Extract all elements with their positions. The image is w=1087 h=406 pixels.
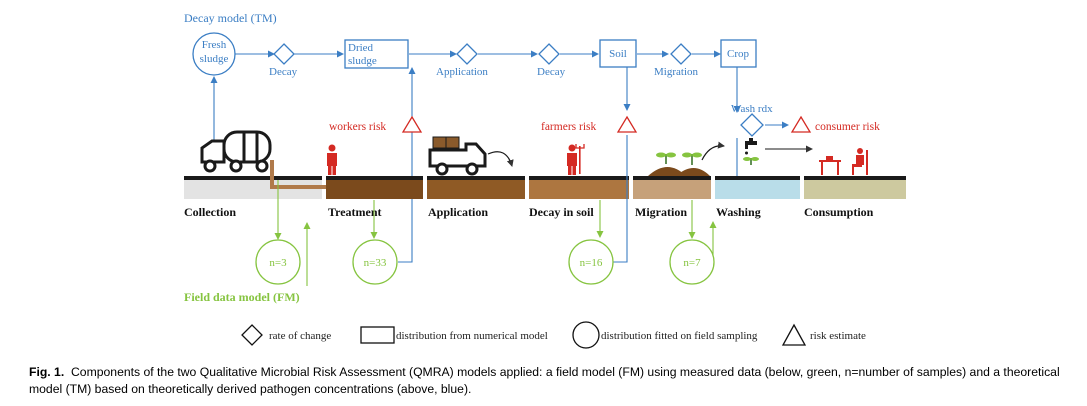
- dried-sludge-node: Dried sludge: [344, 39, 409, 69]
- stage-labels: Collection Treatment Application Decay i…: [184, 205, 874, 219]
- stage-label-migration: Migration: [635, 205, 687, 219]
- workers-risk-label: workers risk: [329, 121, 386, 133]
- dried-sludge-label-1: Dried: [348, 42, 374, 54]
- workers-risk-triangle: [401, 115, 423, 133]
- legend-distribution-numerical: distribution from numerical model: [396, 330, 548, 342]
- fresh-sludge-label-2: sludge: [200, 53, 229, 65]
- stage-label-treatment: Treatment: [328, 205, 382, 219]
- wash-diamond: [740, 113, 764, 137]
- sample-count-collection: n=3: [269, 257, 287, 269]
- plants-icon: [648, 141, 725, 176]
- legend-distribution-field: distribution fitted on field sampling: [601, 330, 758, 342]
- legend-risk: risk estimate: [810, 330, 866, 342]
- decay2-label: Decay: [537, 66, 566, 78]
- decay1-diamond: [273, 43, 295, 65]
- wash-rdx-label: Wash rdx: [731, 103, 773, 115]
- fm-to-tm-lines: [398, 135, 628, 263]
- migration-label: Migration: [654, 66, 698, 78]
- farmers-risk-label: farmers risk: [541, 121, 596, 133]
- sample-count-migration: n=7: [683, 257, 701, 269]
- decay1-label: Decay: [269, 66, 298, 78]
- legend-rectangle: [360, 326, 395, 344]
- farmer-icon: [567, 144, 585, 175]
- ground-strips: [184, 176, 906, 199]
- consumer-risk-triangle: [790, 115, 812, 133]
- sludge-pipe: [270, 160, 326, 189]
- qmra-diagram: Decay model (TM) Fresh sludge Decay Appl…: [184, 11, 906, 349]
- legend-triangle: [781, 323, 807, 346]
- legend-rate: rate of change: [269, 330, 331, 342]
- caption-label: Fig. 1.: [29, 365, 65, 379]
- stage-label-decay-in-soil: Decay in soil: [529, 205, 594, 219]
- fresh-sludge-label-1: Fresh: [202, 39, 227, 51]
- fresh-sludge-node: Fresh sludge: [192, 32, 236, 76]
- sample-count-decay: n=16: [580, 257, 603, 269]
- tm-flow-lines: [210, 50, 789, 250]
- worker-icon: [327, 144, 337, 175]
- dining-icon: [819, 148, 868, 175]
- sample-count-treatment: n=33: [364, 257, 387, 269]
- migration-diamond: [670, 43, 692, 65]
- tm-title: Decay model (TM): [184, 11, 277, 25]
- crop-label: Crop: [727, 48, 750, 60]
- decay2-diamond: [538, 43, 560, 65]
- application-diamond: [456, 43, 478, 65]
- soil-label: Soil: [609, 48, 627, 60]
- fm-title: Field data model (FM): [184, 290, 300, 304]
- stage-label-washing: Washing: [716, 205, 761, 219]
- stage-label-collection: Collection: [184, 205, 236, 219]
- dump-truck-icon: [428, 136, 514, 176]
- legend: rate of change distribution from numeric…: [241, 321, 866, 349]
- legend-circle: [572, 321, 600, 349]
- sample-nodes: n=3 n=33 n=16 n=7: [255, 239, 715, 285]
- dried-sludge-label-2: sludge: [348, 55, 377, 67]
- tm-rate-nodes: [273, 43, 764, 137]
- figure-caption: Fig. 1. Components of the two Qualitativ…: [29, 364, 1079, 398]
- stage-label-consumption: Consumption: [804, 205, 874, 219]
- consumer-risk-label: consumer risk: [815, 121, 880, 133]
- tap-icon: [743, 138, 813, 165]
- application-label: Application: [436, 66, 488, 78]
- stage-label-application: Application: [428, 205, 488, 219]
- caption-text: Components of the two Qualitative Microb…: [29, 365, 1060, 396]
- soil-node: Soil: [599, 39, 637, 68]
- tanker-truck-icon: [200, 130, 272, 173]
- farmers-risk-triangle: [616, 115, 638, 133]
- crop-node: Crop: [720, 39, 757, 68]
- legend-diamond: [241, 324, 263, 346]
